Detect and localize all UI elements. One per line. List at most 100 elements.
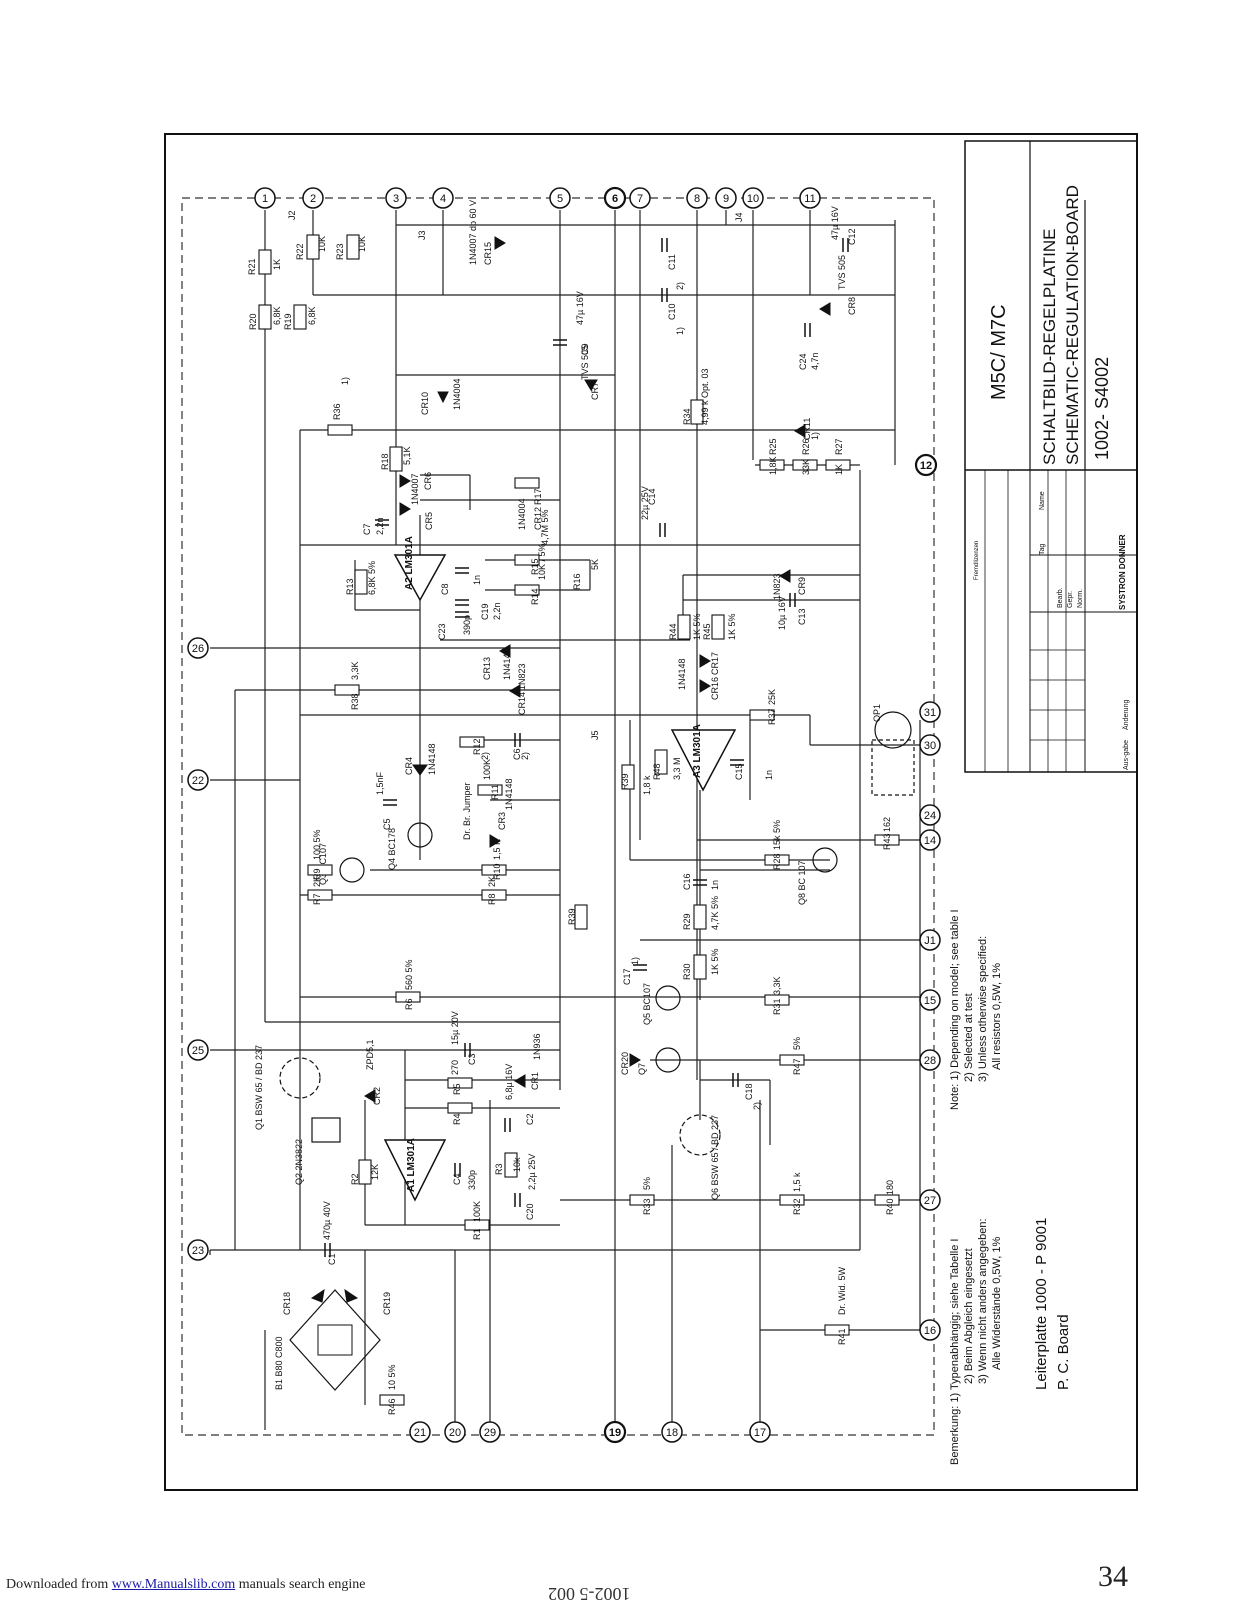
label-c3-ref: C3 (467, 1053, 477, 1065)
terminal-8-label: 8 (694, 193, 700, 205)
transistor-q4 (407, 822, 433, 848)
capacitor-plates (324, 238, 849, 1257)
terminal-27[interactable] (919, 1189, 941, 1211)
wiring (209, 210, 921, 1430)
terminal-7[interactable] (629, 187, 651, 209)
label-c5-ref: C5 (382, 818, 392, 830)
terminal-29[interactable] (479, 1421, 501, 1443)
terminal-19[interactable] (603, 1420, 627, 1444)
label-r21-value: 1K (272, 259, 282, 270)
terminal-20[interactable] (444, 1421, 466, 1443)
note-en-4: All resistors 0,5W, 1% (991, 963, 1003, 1070)
terminal-14[interactable] (919, 829, 941, 851)
label-r44-value: 1K 5% (692, 613, 702, 640)
footer-source: Downloaded from www.Manualslib.com manua… (6, 1577, 366, 1593)
label-c20-ref: C20 (525, 1203, 535, 1220)
terminal-5[interactable] (549, 187, 571, 209)
terminal-22[interactable] (187, 769, 209, 791)
label-r16-ref: R16 (572, 573, 582, 590)
terminal-25[interactable] (187, 1039, 209, 1061)
label-c12-ref: C12 (847, 228, 857, 245)
label-r31-ref: R31 (772, 998, 782, 1015)
terminals-left: 26 22 25 23 (187, 637, 209, 1261)
label-r18-value: 5,1K (402, 446, 412, 465)
terminal-26[interactable] (187, 637, 209, 659)
label-r26-value: 33K (801, 459, 811, 475)
terminal-29-label: 29 (484, 1427, 496, 1439)
terminal-3[interactable] (385, 187, 407, 209)
terminal-j1[interactable] (919, 929, 941, 951)
terminal-6-label: 6 (612, 193, 618, 205)
terminal-30-label: 30 (924, 740, 936, 752)
terminal-10[interactable] (742, 187, 764, 209)
terminal-9[interactable] (715, 187, 737, 209)
label-r40-value: 180 (885, 1180, 895, 1195)
label-r8-value: 2K (487, 876, 497, 887)
transistor-q6-label: Q6 BSW 65 / BD 237 (710, 1115, 720, 1200)
handwritten-code: 1002-5 002 (548, 1584, 631, 1604)
terminal-17[interactable] (749, 1421, 771, 1443)
label-cr15-value: 1N4007 dp 60 V (468, 200, 478, 265)
terminal-21[interactable] (409, 1421, 431, 1443)
terminal-23[interactable] (187, 1239, 209, 1261)
label-cr15-ref: CR15 (483, 242, 493, 265)
label-r34-value: 4,99 k Opt. 03 (700, 368, 710, 425)
label-c24-ref: C24 (798, 353, 808, 370)
terminal-6[interactable] (603, 186, 627, 210)
optocoupler-label: OP1 (872, 704, 882, 722)
tag-label: Tag (1039, 544, 1046, 555)
note-de-1: Bemerkung: 1) Typenabhängig; siehe Tabel… (949, 1239, 961, 1465)
company-name: SYSTRON DONNER (1118, 534, 1127, 610)
terminal-24[interactable] (919, 804, 941, 826)
terminal-4[interactable] (432, 187, 454, 209)
transistors: Q1 BSW 65 / BD 237 Q2 2N3822 Q3 BC107 Q4… (254, 822, 838, 1200)
label-r29-value: 4,7K 5% (710, 896, 720, 930)
terminal-1[interactable] (254, 187, 276, 209)
transistor-q7 (655, 1047, 681, 1073)
drawing-number: 1002- S4002 (1092, 357, 1112, 460)
label-r38-ref: R38 (350, 693, 360, 710)
label-r13-value: 6,8K 5% (367, 561, 377, 595)
label-r45-value: 1K 5% (727, 613, 737, 640)
page-number: 34 (1098, 1560, 1128, 1593)
label-r3-value: 10k (512, 1157, 522, 1172)
label-r41-ref: R43 (882, 833, 892, 850)
label-c8-ref: C8 (440, 583, 450, 595)
label-r41-value: 162 (882, 817, 892, 832)
opamps: A2 LM301A A3 LM301A A1 LM301A (383, 536, 737, 1202)
footer-link[interactable]: www.Manualslib.com (111, 1577, 236, 1592)
label-r9-ref: R9 (312, 868, 322, 880)
terminal-28[interactable] (919, 1049, 941, 1071)
terminal-3-label: 3 (393, 193, 399, 205)
label-cr3-value: 1N4148 (504, 778, 514, 810)
label-r19-ref: R19 (283, 313, 293, 330)
label-jumper: Dr. Br. Jumper (462, 782, 472, 840)
terminal-16[interactable] (919, 1319, 941, 1341)
transistor-q5 (655, 985, 681, 1011)
label-r19-value: 6,8K (307, 306, 317, 325)
pcb-en: P. C. Board (1055, 1314, 1072, 1390)
label-c3-value: 15µ 20V (450, 1011, 460, 1045)
label-r43-ref: R41 (837, 1328, 847, 1345)
label-r46-ref: R46 (387, 1398, 397, 1415)
terminal-12[interactable] (914, 453, 938, 477)
label-cr7-ref: CR7 (590, 382, 600, 400)
label-c13-ref: C13 (797, 608, 807, 625)
terminal-2[interactable] (302, 187, 324, 209)
label-cr14-ref: CR14 (517, 692, 527, 715)
label-cr2-ref: CR2 (372, 1087, 382, 1105)
terminal-15[interactable] (919, 989, 941, 1011)
label-c16-ref: C16 (682, 873, 692, 890)
label-r14-ref: R14 (530, 588, 540, 605)
label-cr8-ref: CR8 (847, 297, 857, 315)
model-name: M5C/ M7C (988, 304, 1010, 400)
terminal-30[interactable] (919, 734, 941, 756)
component-labels: CR15 1N4007 dp 60 V C11 2) C10 1) C12 47… (247, 200, 895, 1415)
terminal-11[interactable] (799, 187, 821, 209)
terminal-18[interactable] (661, 1421, 683, 1443)
terminal-31[interactable] (919, 701, 941, 723)
label-c19-ref: C19 (480, 603, 490, 620)
label-c18-note: 2) (752, 1102, 762, 1110)
terminal-8[interactable] (686, 187, 708, 209)
